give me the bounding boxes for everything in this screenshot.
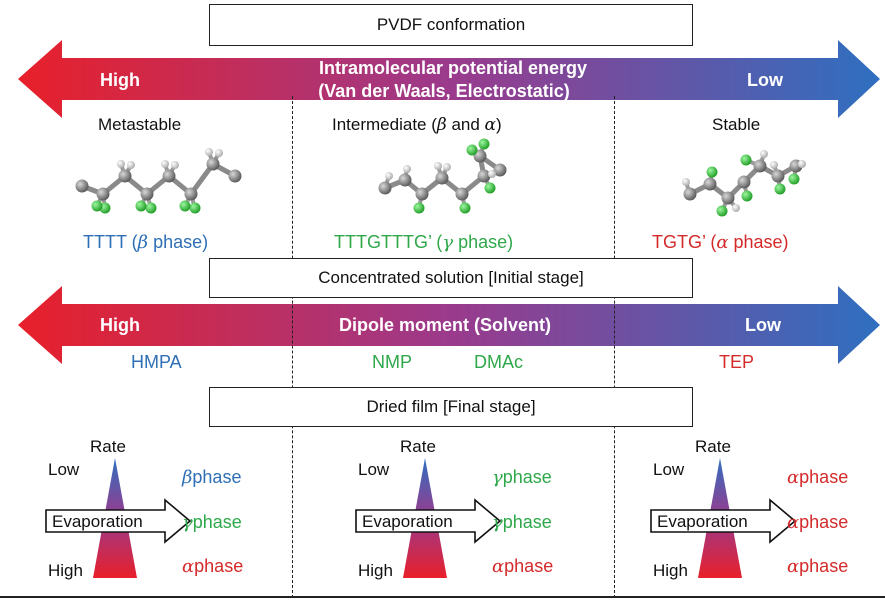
title-box: PVDF conformation: [209, 4, 693, 46]
molecule-gamma: [378, 138, 507, 214]
phase-greek: γ: [492, 467, 503, 488]
phase-word: phase: [799, 556, 849, 576]
phase-greek: α: [787, 512, 800, 533]
phase-label: αphase: [182, 556, 243, 577]
energy-high-label: High: [100, 70, 140, 90]
rate-low-label: Low: [48, 460, 80, 479]
rate-high-label: High: [48, 561, 83, 580]
dipole-high-label: High: [100, 315, 140, 335]
conformation-alpha: TGTG’ (α phase): [652, 232, 789, 253]
phase-word: phase: [502, 512, 552, 532]
phase-greek: α: [182, 556, 195, 577]
separator-right: [614, 96, 615, 598]
conformation-gamma: TTTGTTTG’ (γ phase): [334, 232, 514, 253]
dipole-title: Dipole moment (Solvent): [338, 315, 552, 335]
film-box: Dried film [Final stage]: [209, 387, 693, 427]
phase-label: αphase: [787, 467, 848, 488]
energy-title-line2: (Van der Waals, Electrostatic): [318, 81, 570, 101]
phase-greek: γ: [492, 512, 503, 533]
phase-word: phase: [192, 512, 242, 532]
phase-word: phase: [194, 556, 244, 576]
rate-high-label: High: [358, 561, 393, 580]
rate-label: Rate: [400, 437, 436, 456]
phase-label: γphase: [492, 512, 552, 533]
phase-greek: α: [787, 467, 800, 488]
solvent-nmp: NMP: [372, 352, 412, 372]
evaporation-arrow: [650, 498, 797, 544]
solution-box: Concentrated solution [Initial stage]: [209, 258, 693, 298]
phase-label: αphase: [787, 512, 848, 533]
phase-greek: α: [492, 556, 505, 577]
solvent-dmac: DMAc: [474, 352, 523, 372]
evaporation-arrow: [45, 498, 192, 544]
phase-label: βphase: [182, 467, 241, 488]
solution-text: Concentrated solution [Initial stage]: [318, 268, 584, 287]
dipole-low-label: Low: [745, 315, 781, 335]
phase-label: γphase: [182, 512, 242, 533]
evaporation-arrow: [355, 498, 502, 544]
phase-label: αphase: [492, 556, 553, 577]
evaporation-label: Evaporation: [362, 512, 453, 531]
phase-word: phase: [504, 556, 554, 576]
separator-left: [292, 96, 293, 598]
phase-word: phase: [799, 512, 849, 532]
phase-label: αphase: [787, 556, 848, 577]
stability-intermediate: Intermediate (β and α): [332, 115, 502, 135]
dipole-gradient-arrow: [18, 286, 880, 364]
title-text: PVDF conformation: [376, 15, 526, 34]
rate-high-label: High: [653, 561, 688, 580]
phase-label: γphase: [492, 467, 552, 488]
rate-label: Rate: [90, 437, 126, 456]
conformation-beta: TTTT (β phase): [83, 232, 209, 253]
phase-greek: β: [182, 467, 193, 488]
stability-metastable: Metastable: [98, 115, 182, 134]
phase-greek: α: [787, 556, 800, 577]
energy-title-line1: Intramolecular potential energy: [318, 58, 588, 78]
rate-low-label: Low: [358, 460, 390, 479]
phase-word: phase: [192, 467, 242, 487]
energy-gradient-arrow: [18, 40, 880, 118]
phase-word: phase: [799, 467, 849, 487]
rate-label: Rate: [695, 437, 731, 456]
molecule-alpha: [682, 150, 806, 217]
solvent-tep: TEP: [719, 352, 755, 372]
molecule-beta: [75, 148, 242, 214]
phase-greek: γ: [182, 512, 193, 533]
evaporation-label: Evaporation: [657, 512, 748, 531]
phase-word: phase: [502, 467, 552, 487]
film-text: Dried film [Final stage]: [366, 397, 536, 416]
solvent-hmpa: HMPA: [131, 352, 182, 372]
energy-low-label: Low: [747, 70, 783, 90]
evaporation-label: Evaporation: [52, 512, 143, 531]
rate-low-label: Low: [653, 460, 685, 479]
stability-stable: Stable: [712, 115, 761, 134]
